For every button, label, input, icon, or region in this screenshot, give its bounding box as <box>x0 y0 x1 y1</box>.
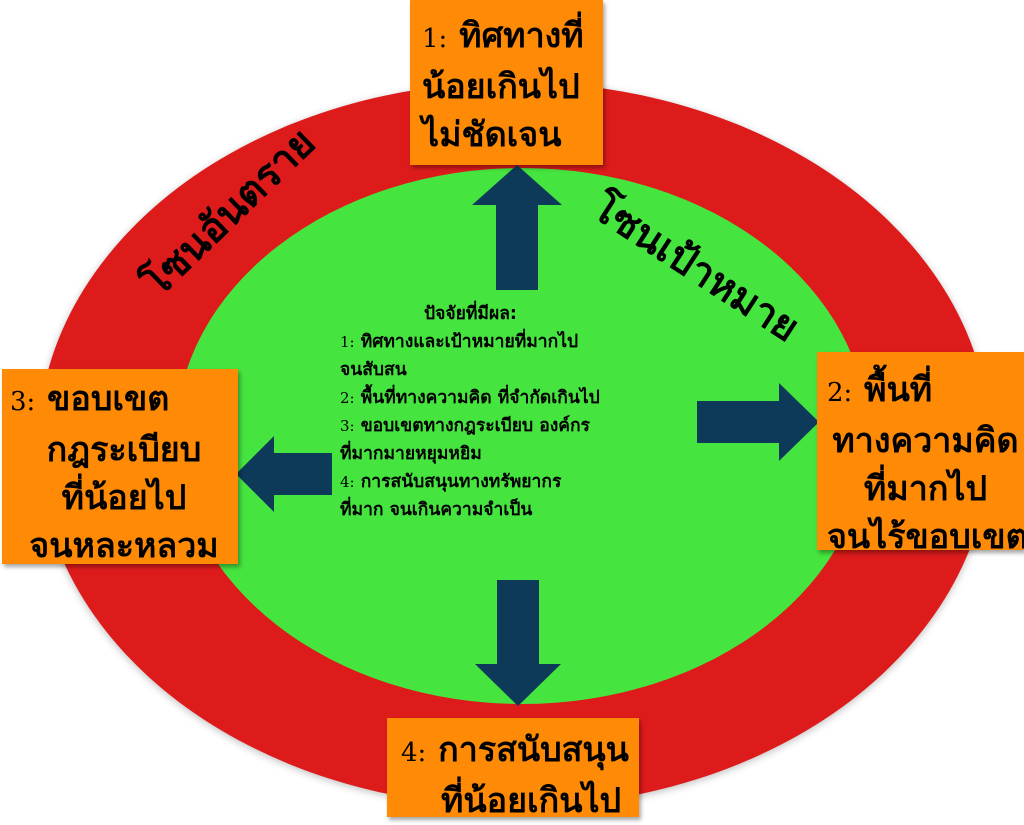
box-line: ทิศทางที่ <box>459 16 584 56</box>
factor-number: 4: <box>340 473 355 491</box>
factor-number: 2: <box>340 389 355 407</box>
arrow-right-icon <box>697 383 819 461</box>
factor-text: การสนับสนุนทางทรัพยากร <box>360 472 562 492</box>
box-thinking-space-too-much: 2: พื้นที่ ทางความคิด ที่มากไป จนไร้ขอบเ… <box>817 352 1024 557</box>
box-line: พื้นที่ <box>864 370 933 410</box>
factors-list: ปัจจัยที่มีผล: 1: ทิศทางและเป้าหมายที่มา… <box>340 300 700 524</box>
box-line: น้อยเกินไป <box>422 67 580 107</box>
box-line: ทางความคิด <box>832 421 1019 461</box>
box-rules-too-loose: 3: ขอบเขต กฎระเบียบ ที่น้อยไป จนหละหลวม <box>2 369 238 566</box>
box-number: 1: <box>422 24 448 54</box>
box-direction-too-little: 1: ทิศทางที่ น้อยเกินไป ไม่ชัดเจน <box>410 0 603 165</box>
box-line: ที่น้อยเกินไป <box>441 781 622 821</box>
arrow-down-icon <box>475 580 561 706</box>
box-line: การสนับสนุน <box>438 730 629 770</box>
factor-text: พื้นที่ทางความคิด ที่จำกัดเกินไป <box>360 388 600 408</box>
box-number: 3: <box>10 387 36 417</box>
box-line: ที่น้อยไป <box>61 478 187 518</box>
arrow-up-icon <box>472 165 562 290</box>
box-line: ขอบเขต <box>47 379 170 419</box>
box-line: ที่มากไป <box>863 469 988 509</box>
box-number: 2: <box>827 378 853 408</box>
box-line: กฎระเบียบ <box>46 430 202 470</box>
factor-text: ทิศทางและเป้าหมายที่มากไป <box>360 332 579 352</box>
factor-text: ขอบเขตทางกฎระเบียบ องค์กร <box>360 416 590 436</box>
factor-text-cont: จนสับสน <box>340 360 407 380</box>
factor-text-cont: ที่มากมายหยุมหยิม <box>340 444 482 464</box>
box-support-too-little: 4: การสนับสนุน ที่น้อยเกินไป <box>387 718 639 821</box>
box-line: ไม่ชัดเจน <box>422 115 562 155</box>
box-line: จนหละหลวม <box>29 526 219 566</box>
box-line: จนไร้ขอบเขต <box>827 517 1024 557</box>
factor-text-cont: ที่มาก จนเกินความจำเป็น <box>340 500 533 520</box>
box-number: 4: <box>401 738 427 768</box>
factors-title: ปัจจัยที่มีผล: <box>424 304 517 324</box>
factor-number: 3: <box>340 417 355 435</box>
factor-number: 1: <box>340 333 355 351</box>
arrow-left-icon <box>236 436 332 512</box>
